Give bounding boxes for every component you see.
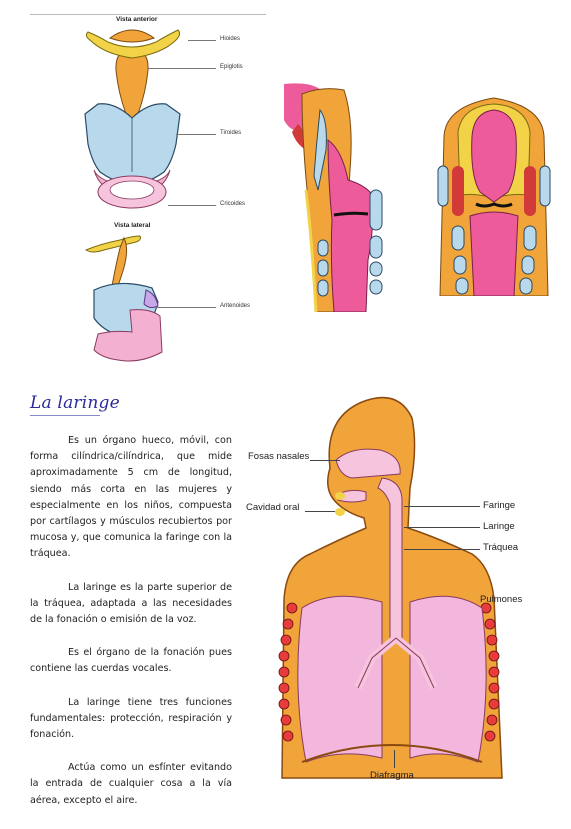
cricoides-leader: [168, 205, 216, 206]
traquea-leader: [404, 549, 480, 550]
larynx-sagittal-section: [282, 80, 392, 312]
respiratory-system-diagram: [278, 396, 503, 779]
diafragma-leader: [394, 750, 395, 768]
front-view-title: Vista anterior: [116, 16, 158, 23]
hioides-leader: [188, 40, 216, 41]
laringe-leader: [404, 527, 480, 528]
fosas-nasales-leader: [310, 460, 340, 461]
side-view-title: Vista lateral: [114, 222, 151, 229]
paragraph-4: La laringe tiene tres funciones fundamen…: [30, 696, 232, 741]
section-body: Es un órgano hueco, móvil, con forma cil…: [30, 433, 232, 826]
side-view-cartilages: [84, 235, 163, 362]
front-view-cartilages: [84, 29, 181, 209]
larynx-coronal-section: [437, 97, 551, 296]
faringe-label: Faringe: [483, 500, 516, 511]
paragraph-5: Actúa como un esfínter evitando la entra…: [30, 762, 232, 806]
laringe-label: Laringe: [483, 521, 515, 532]
faringe-leader: [404, 506, 480, 507]
title-underline: [30, 415, 100, 416]
diafragma-label: Diafragma: [370, 770, 414, 781]
paragraph-2: La laringe es la parte superior de la tr…: [30, 581, 232, 626]
epiglotis-label: Epiglotis: [220, 64, 243, 70]
pulmones-label: Pulmones: [480, 594, 523, 605]
fosas-nasales-label: Fosas nasales: [248, 451, 310, 462]
cavidad-oral-leader: [305, 511, 335, 512]
cricoides-label: Cricoides: [220, 201, 246, 207]
section-title: La laringe: [30, 393, 120, 413]
hioides-label: Hioides: [220, 36, 241, 42]
top-rule: [30, 14, 266, 15]
paragraph-1: Es un órgano hueco, móvil, con forma cil…: [30, 435, 232, 560]
aritenoides-label: Aritenoides: [220, 303, 251, 309]
traquea-label: Tráquea: [483, 542, 519, 553]
tiroides-label: Tiroides: [220, 130, 242, 136]
epiglotis-leader: [148, 68, 216, 69]
cavidad-oral-label: Cavidad oral: [246, 502, 300, 513]
paragraph-3: Es el órgano de la fonación pues contien…: [30, 647, 232, 675]
tiroides-leader: [176, 134, 216, 135]
aritenoides-leader: [156, 307, 216, 308]
